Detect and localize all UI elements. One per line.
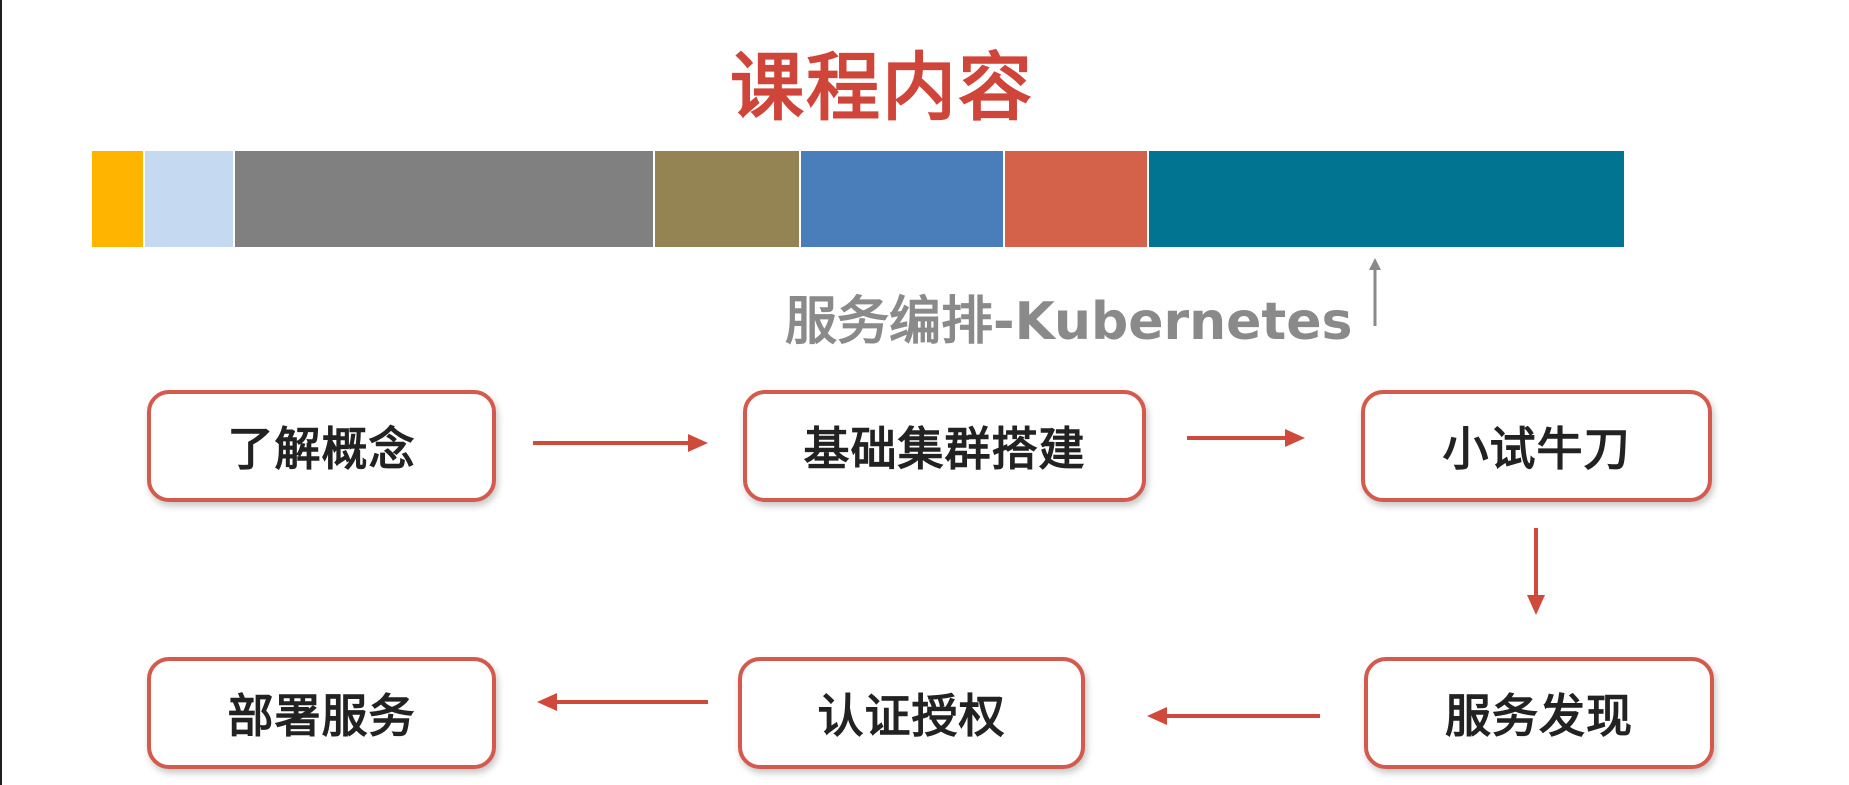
step-trial: 小试牛刀 <box>1361 390 1712 502</box>
arrow-left-icon <box>1147 707 1320 725</box>
course-progress-bar <box>92 151 1624 247</box>
pointer-arrow-up-icon <box>1369 258 1381 326</box>
step-auth: 认证授权 <box>738 657 1085 769</box>
arrow-down-icon <box>1527 528 1545 615</box>
step-service-discovery: 服务发现 <box>1364 657 1714 769</box>
bar-segment-3 <box>234 151 655 247</box>
step-cluster-setup: 基础集群搭建 <box>743 390 1146 502</box>
arrow-left-icon <box>537 693 708 711</box>
bar-segment-5 <box>801 151 1005 247</box>
step-understand-concepts: 了解概念 <box>147 390 496 502</box>
bar-segment-2 <box>144 151 235 247</box>
slide-title: 课程内容 <box>730 45 1034 131</box>
bar-segment-6 <box>1004 151 1149 247</box>
bar-segment-7 <box>1148 151 1624 247</box>
bar-segment-4 <box>654 151 802 247</box>
arrow-right-icon <box>533 434 708 452</box>
arrow-right-icon <box>1187 429 1305 447</box>
bar-segment-1 <box>92 151 145 247</box>
step-deploy-service: 部署服务 <box>147 657 496 769</box>
kubernetes-label: 服务编排-Kubernetes <box>785 292 1353 352</box>
